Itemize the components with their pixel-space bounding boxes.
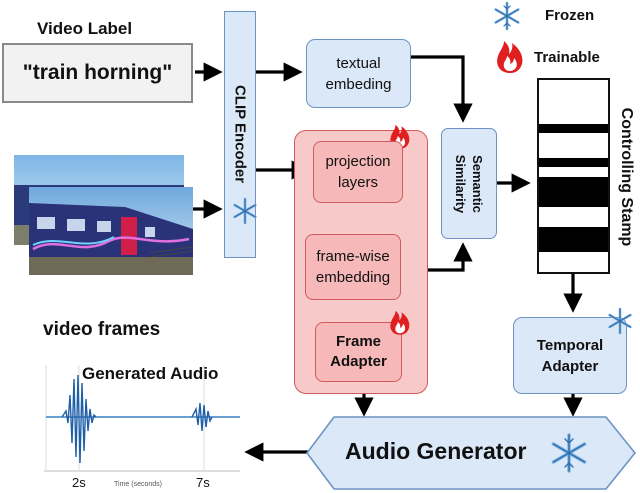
semantic-similarity-line2: Similarity: [453, 154, 468, 213]
snowflake-icon: [233, 197, 257, 225]
semantic-similarity-box: Semantic Similarity: [441, 128, 497, 239]
textual-embedding-line1: textual: [336, 54, 381, 72]
waveform-burst-2: [191, 402, 213, 432]
projection-layers-line1: projection: [325, 153, 391, 170]
frame-adapter-line2: Adapter: [330, 353, 387, 370]
video-label-value: "train horning": [22, 61, 173, 84]
temporal-adapter-line2: Adapter: [541, 357, 599, 375]
temporal-adapter-line1: Temporal: [536, 336, 604, 354]
projection-layers-line2: layers: [337, 174, 378, 191]
controlling-stamp-bar: [537, 78, 610, 274]
x-axis-label: Time (seconds): [114, 481, 162, 488]
audio-generator-label: Audio Generator: [345, 438, 527, 464]
frame-wise-embedding-line1: frame-wise: [316, 248, 390, 265]
clip-encoder-label: CLIP Encoder: [231, 84, 249, 184]
stamp-stripe: [539, 158, 608, 167]
video-label-title: Video Label: [37, 19, 133, 38]
generated-audio-plot: [44, 365, 240, 472]
snowflake-icon: [551, 433, 587, 473]
legend-trainable-label: Trainable: [534, 49, 600, 66]
textual-embedding-line2: embeding: [325, 75, 392, 93]
tick-label-2s: 2s: [72, 475, 86, 490]
frame-adapter-line1: Frame: [335, 333, 382, 350]
waveform-burst-1: [61, 374, 97, 464]
video-frames-label: video frames: [43, 319, 161, 340]
semantic-similarity-line1: Semantic: [470, 154, 485, 213]
legend-frozen-label: Frozen: [545, 7, 595, 24]
frame-wise-embedding-box: frame-wise embedding: [305, 234, 401, 300]
flame-icon: [497, 41, 523, 73]
frame-adapter-box: Frame Adapter: [315, 322, 402, 382]
snowflake-icon: [608, 307, 632, 335]
audio-generator-shape: [306, 416, 637, 490]
temporal-adapter-box: Temporal Adapter: [513, 317, 627, 394]
video-frame-front: [29, 187, 194, 275]
controlling-stamp-label: Controlling Stamp: [618, 107, 635, 247]
stamp-stripe: [539, 124, 608, 133]
clip-encoder-box: CLIP Encoder: [224, 11, 256, 258]
tick-label-7s: 7s: [196, 475, 210, 490]
stamp-stripe: [539, 227, 608, 252]
textual-embedding-box: textual embeding: [306, 39, 411, 108]
stamp-stripe: [539, 177, 608, 207]
semantic-similarity-label: Semantic Similarity: [452, 134, 486, 234]
projection-layers-box: projection layers: [313, 141, 403, 203]
generated-audio-title: Generated Audio: [82, 364, 219, 383]
snowflake-icon: [494, 1, 520, 31]
video-label-box: "train horning": [2, 43, 193, 103]
frame-wise-embedding-line2: embedding: [315, 269, 391, 286]
flame-icon: [390, 310, 410, 335]
